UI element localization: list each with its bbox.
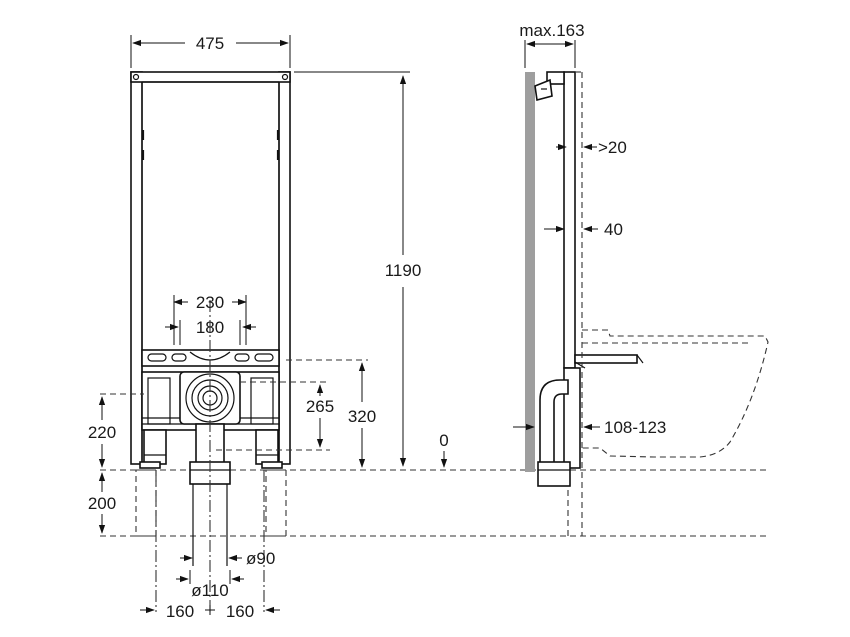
dim-height-total: 1190 (294, 71, 422, 467)
dim-adjust-range: 108-123 (513, 418, 666, 437)
dim-label-265: 265 (306, 397, 334, 416)
dim-label-200: 200 (88, 494, 116, 513)
seat-bracket (574, 354, 638, 364)
dim-half-spacing: 160 160 (140, 602, 280, 621)
dim-frame-depth: 40 (544, 220, 623, 239)
side-drain-outlet (537, 461, 571, 487)
side-frame-post (563, 71, 576, 369)
dim-label-160-right: 160 (226, 602, 254, 621)
front-view (130, 71, 291, 612)
mounting-hole-icon (132, 73, 140, 81)
dim-label-230: 230 (196, 293, 224, 312)
side-drain-bend (539, 379, 569, 469)
dim-bracket-inner: 180 (165, 318, 256, 345)
frame-right-post (278, 71, 291, 465)
dim-bracket-outer: 230 (173, 293, 247, 345)
dim-label-475: 475 (196, 34, 224, 53)
left-foot (139, 429, 167, 469)
dim-label-320: 320 (348, 407, 376, 426)
dim-label-o110: ø110 (191, 581, 229, 600)
wall-section (525, 72, 535, 472)
mounting-hole-icon (281, 73, 289, 81)
dim-label-108-123: 108-123 (604, 418, 666, 437)
dim-max-depth: max.163 (519, 21, 585, 68)
dim-frame-below-floor: 200 (88, 472, 116, 534)
dim-label-max163: max.163 (519, 21, 584, 40)
frame-top-rail (130, 71, 291, 83)
side-view (525, 71, 769, 536)
dim-floor-zero: 0 (439, 431, 449, 468)
dim-width-total: 475 (130, 34, 291, 68)
dim-label-180: 180 (196, 318, 224, 337)
dim-outlet-center-height: 320 (348, 362, 376, 468)
dim-wall-gap: >20 (556, 138, 627, 157)
dim-label-0: 0 (439, 431, 448, 450)
dim-pipe-outer: ø110 (176, 570, 244, 600)
dim-pipe-inner: ø90 (180, 549, 275, 568)
toilet-outline (582, 329, 769, 458)
foot-extension-left (135, 469, 157, 537)
dim-label-1190: 1190 (385, 261, 422, 280)
foot-extension-right (265, 469, 287, 537)
dim-label-40: 40 (604, 220, 623, 239)
dim-label-gap20: >20 (598, 138, 627, 157)
dim-frame-above-floor: 220 (88, 393, 144, 468)
dim-outlet-height: 265 (306, 384, 334, 448)
frame-left-post (130, 71, 143, 465)
right-foot (255, 429, 283, 469)
dim-label-o90: ø90 (246, 549, 275, 568)
dim-label-160-left: 160 (166, 602, 194, 621)
dim-label-220: 220 (88, 423, 116, 442)
wall-bracket-icon (534, 78, 553, 102)
